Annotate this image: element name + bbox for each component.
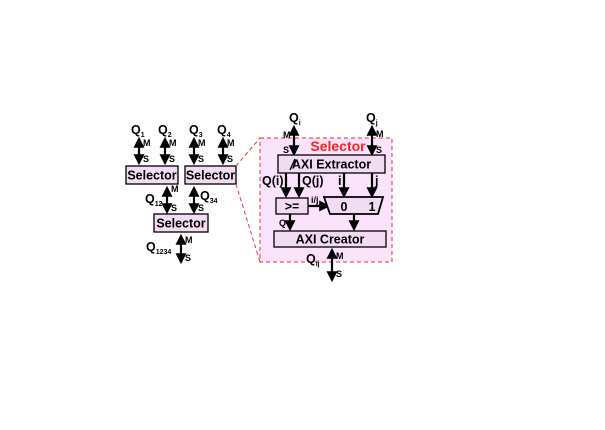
selector-box-1234 (153, 213, 209, 233)
q1234-label: Q1234 (146, 240, 171, 256)
q4-m: M (227, 138, 235, 148)
q-label: Q (279, 218, 286, 228)
q3-m: M (198, 138, 206, 148)
axi-extractor-label: AXI Extractor (292, 158, 371, 172)
q12-m: M (171, 184, 179, 194)
q1234-s: S (185, 253, 191, 263)
extractor-tick (289, 158, 296, 171)
zoom-line-top (235, 137, 261, 167)
qi-label: Qi (289, 111, 301, 127)
selector-34-label: Selector (186, 169, 235, 183)
qj-paren-label: Q(j) (302, 174, 324, 188)
i-label: i (338, 174, 341, 188)
mux-one-label: 1 (369, 200, 376, 214)
q3-s: S (198, 154, 204, 164)
mux-zero-label: 0 (341, 200, 348, 214)
qj-s: S (376, 145, 382, 155)
comparator-label: >= (285, 200, 300, 214)
q3-label: Q3 (189, 123, 203, 139)
detail-title: Selector (310, 138, 366, 154)
q1-m: M (143, 138, 151, 148)
q1-label: Q1 (131, 123, 145, 139)
q34-s: S (198, 203, 204, 213)
q4-s: S (227, 154, 233, 164)
qij-s: S (336, 269, 342, 279)
axi-extractor-box (277, 154, 386, 174)
zoom-line-bottom (235, 183, 261, 263)
selector-1234-label: Selector (156, 217, 205, 231)
selector-12-label: Selector (127, 169, 176, 183)
qj-label: Qj (366, 111, 378, 127)
q2-m: M (169, 138, 177, 148)
q1234-m: M (185, 235, 193, 245)
selector-box-34 (184, 165, 237, 185)
q34-label: Q34 (200, 189, 218, 205)
ij-label: i/j (311, 195, 319, 205)
mux-shape (322, 196, 385, 215)
q4-label: Q4 (217, 123, 231, 139)
q2-s: S (169, 154, 175, 164)
j-label: j (374, 174, 378, 188)
q2-label: Q2 (158, 123, 172, 139)
q12-s: S (171, 203, 177, 213)
selector-box-12 (125, 165, 179, 185)
qj-m: M (376, 129, 384, 139)
qij-label: Qij (306, 252, 320, 268)
axi-creator-label: AXI Creator (296, 233, 365, 247)
qi-m: M (283, 130, 291, 140)
axi-creator-box (273, 230, 387, 248)
q1-s: S (143, 154, 149, 164)
qi-s: S (283, 145, 289, 155)
q12-label: Q12 (145, 192, 163, 208)
qij-m: M (336, 251, 344, 261)
qi-paren-label: Q(i) (262, 174, 284, 188)
